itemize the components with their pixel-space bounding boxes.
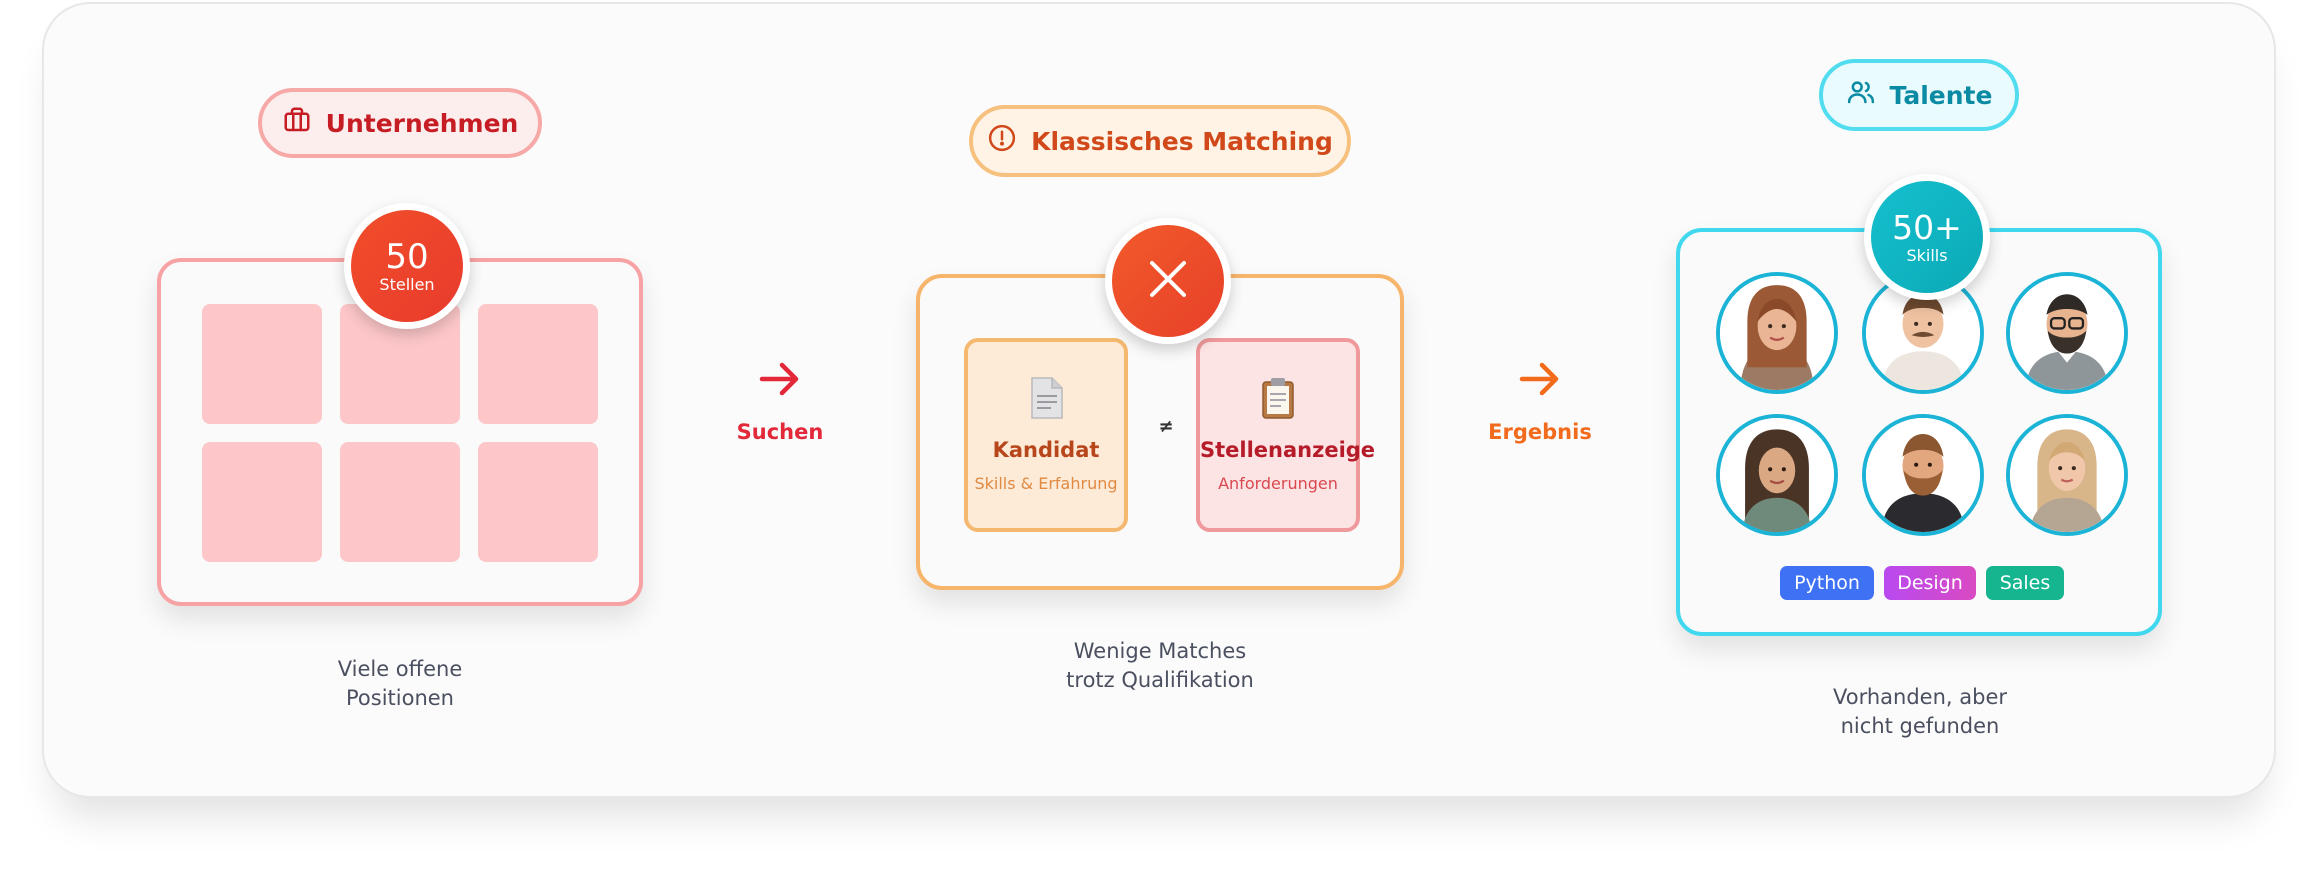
talent-avatar — [2006, 414, 2128, 536]
company-caption: Viele offene Positionen — [250, 655, 550, 713]
skills-count-number: 50+ — [1892, 207, 1962, 247]
jobs-count-badge: 50 Stellen — [344, 203, 470, 329]
not-equal-sign: ≠ — [1158, 416, 1174, 437]
jobs-count-number: 50 — [385, 236, 429, 277]
talent-avatar — [1716, 272, 1838, 394]
job-tile — [478, 304, 598, 424]
skills-count-badge: 50+ Skills — [1864, 174, 1990, 300]
skills-count-label: Skills — [1906, 245, 1948, 265]
job-ad-subtitle: Anforderungen — [1218, 474, 1338, 493]
company-pill-label: Unternehmen — [325, 108, 519, 138]
users-icon — [1846, 77, 1876, 113]
talent-avatar — [1716, 414, 1838, 536]
clipboard-icon — [1258, 376, 1298, 420]
candidate-subtitle: Skills & Erfahrung — [974, 474, 1118, 493]
talents-caption-line2: nicht gefunden — [1840, 714, 2000, 738]
talents-caption: Vorhanden, aber nicht gefunden — [1770, 683, 2070, 741]
no-match-badge — [1105, 218, 1231, 344]
talents-box: Python Design Sales — [1676, 228, 2162, 636]
candidate-card: Kandidat Skills & Erfahrung — [964, 338, 1128, 532]
job-ad-card: Stellenanzeige Anforderungen — [1196, 338, 1376, 532]
matching-pill-label: Klassisches Matching — [1031, 126, 1333, 156]
company-pill: Unternehmen — [258, 88, 542, 158]
result-arrow-label: Ergebnis — [1488, 420, 1592, 444]
jobs-count-label: Stellen — [379, 274, 435, 294]
skill-tag-sales: Sales — [1986, 566, 2064, 600]
job-ad-title: Stellenanzeige — [1200, 438, 1376, 462]
search-arrow-label: Suchen — [736, 420, 824, 444]
company-caption-line2: Positionen — [346, 686, 454, 710]
matching-caption-line1: Wenige Matches — [1073, 639, 1247, 663]
talents-pill-label: Talente — [1889, 80, 1993, 110]
job-tile — [478, 442, 598, 562]
job-tile — [202, 442, 322, 562]
matching-caption-line2: trotz Qualifikation — [1066, 668, 1254, 692]
skill-tag-python: Python — [1780, 566, 1874, 600]
candidate-title: Kandidat — [992, 438, 1100, 462]
briefcase-icon — [282, 105, 312, 141]
matching-pill: Klassisches Matching — [969, 105, 1351, 177]
search-arrow-icon — [758, 357, 802, 401]
skill-tag-design: Design — [1884, 566, 1976, 600]
result-arrow-icon — [1518, 357, 1562, 401]
talents-caption-line1: Vorhanden, aber — [1833, 685, 2007, 709]
talent-avatar — [2006, 272, 2128, 394]
company-caption-line1: Viele offene — [337, 657, 463, 681]
close-icon — [1148, 259, 1188, 303]
document-icon — [1026, 376, 1066, 420]
job-tile — [202, 304, 322, 424]
alert-circle-icon — [987, 123, 1017, 159]
job-tile — [340, 442, 460, 562]
matching-caption: Wenige Matches trotz Qualifikation — [1010, 637, 1310, 695]
talent-avatar — [1862, 414, 1984, 536]
talents-pill: Talente — [1819, 59, 2019, 131]
